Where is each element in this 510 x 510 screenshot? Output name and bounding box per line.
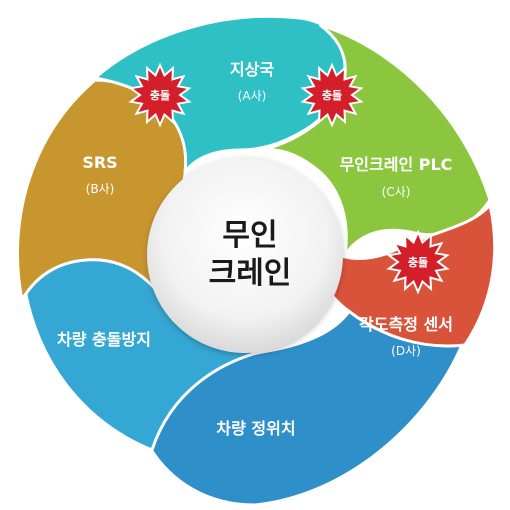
sublabel-srs: (B사) bbox=[86, 182, 115, 196]
sublabel-ground-station: (A사) bbox=[238, 89, 267, 103]
burst-label-2: 충돌 bbox=[322, 88, 342, 102]
label-vehicle-position: 차량 정위치 bbox=[216, 419, 295, 438]
label-srs: SRS bbox=[82, 153, 117, 172]
label-vehicle-collision-prevention: 차량 충돌방지 bbox=[57, 330, 151, 349]
burst-label-1: 충돌 bbox=[150, 88, 170, 102]
label-ground-station: 지상국 bbox=[230, 60, 274, 79]
collision-burst-1: 충돌 bbox=[128, 62, 192, 128]
sublabel-crane-plc: (C사) bbox=[382, 185, 411, 199]
center-title-line2: 크레인 bbox=[209, 256, 292, 291]
center-circle bbox=[147, 157, 343, 353]
center-title-line1: 무인 bbox=[222, 218, 277, 253]
collision-burst-3: 충돌 bbox=[386, 229, 450, 295]
label-angle-sensor: 각도측정 센서 bbox=[359, 315, 453, 334]
burst-label-3: 충돌 bbox=[408, 255, 428, 269]
label-crane-plc: 무인크레인 PLC bbox=[340, 155, 453, 174]
sublabel-angle-sensor: (D사) bbox=[391, 344, 421, 358]
collision-burst-2: 충돌 bbox=[300, 62, 364, 128]
